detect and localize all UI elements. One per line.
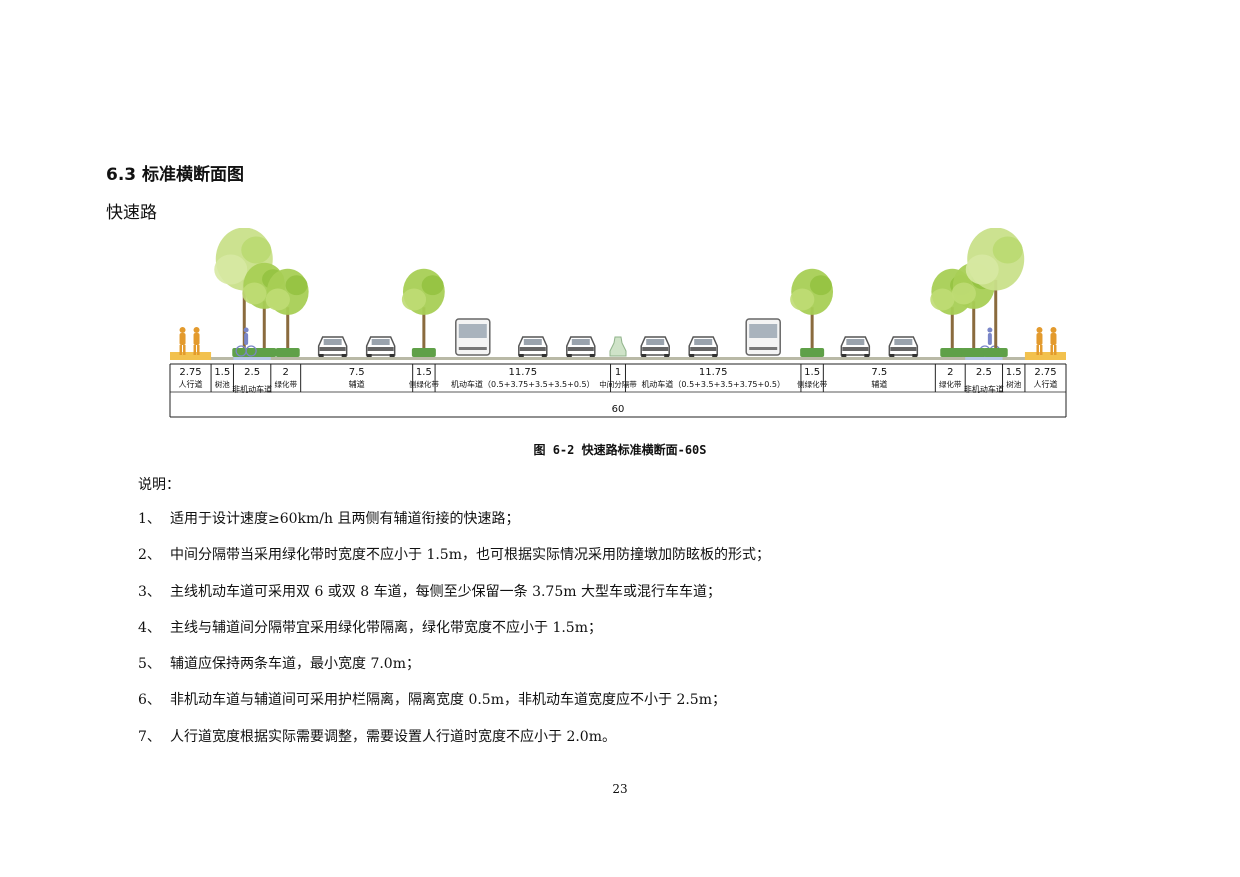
dimension-line: 2.75人行道1.5树池2.5非机动车道2绿化带7.5辅道1.5侧绿化带11.7… <box>169 363 1067 418</box>
segment-label: 树池 <box>1006 379 1021 389</box>
note-item: 1、适用于设计速度≥60km/h 且两侧有辅道衔接的快速路； <box>138 508 770 544</box>
car-icon <box>640 336 670 357</box>
sidewalk-strip <box>170 352 212 360</box>
note-number: 5、 <box>138 656 161 673</box>
segment-label: 侧绿化带 <box>409 379 439 389</box>
bus-icon <box>745 318 781 356</box>
segment-width-label: 1.5 <box>1006 367 1022 378</box>
segment-label: 树池 <box>215 379 230 389</box>
segment-width-label: 11.75 <box>699 367 728 378</box>
sidewalk-strip <box>1024 352 1066 360</box>
car-icon <box>365 336 396 357</box>
note-text: 主线与辅道间分隔带宜采用绿化带隔离，绿化带宽度不应小于 1.5m； <box>170 619 602 636</box>
total-width-label: 60 <box>612 404 625 415</box>
note-text: 非机动车道与辅道间可采用护栏隔离，隔离宽度 0.5m，非机动车道宽度应不小于 2… <box>170 692 726 709</box>
cyclist-icon <box>235 327 257 357</box>
note-text: 适用于设计速度≥60km/h 且两侧有辅道衔接的快速路； <box>170 511 520 527</box>
page-number: 23 <box>612 782 628 796</box>
median-planter-icon <box>609 336 627 357</box>
segment-label: 机动车道（0.5+3.75+3.5+3.5+0.5） <box>451 379 595 389</box>
segment-label: 人行道 <box>179 379 203 389</box>
tree-icon <box>790 268 834 357</box>
segment-label: 中间分隔带 <box>599 379 637 389</box>
pedestrian-icon <box>1050 327 1057 355</box>
hedge-icon <box>961 348 986 357</box>
hedge-icon <box>940 348 965 357</box>
note-number: 4、 <box>138 619 161 636</box>
pedestrian-icon <box>1036 327 1043 355</box>
segment-label: 绿化带 <box>939 379 962 389</box>
segment-label: 辅道 <box>349 379 365 389</box>
note-item: 7、人行道宽度根据实际需要调整，需要设置人行道时宽度不应小于 2.0m。 <box>138 726 770 762</box>
road-scene <box>170 228 1066 360</box>
note-item: 6、非机动车道与辅道间可采用护栏隔离，隔离宽度 0.5m，非机动车道宽度应不小于… <box>138 689 770 725</box>
car-icon <box>688 336 718 357</box>
segment-width-label: 2.5 <box>976 367 992 378</box>
bike-lane-strip <box>233 355 271 360</box>
segment-label: 辅道 <box>871 379 887 389</box>
tree-icon <box>265 268 309 357</box>
note-number: 3、 <box>138 583 161 600</box>
pedestrian-icon <box>179 327 186 355</box>
note-number: 1、 <box>138 511 161 527</box>
note-number: 7、 <box>138 728 161 745</box>
car-icon <box>566 336 596 357</box>
segment-label: 机动车道（0.5+3.5+3.5+3.75+0.5） <box>641 379 785 389</box>
segment-width-label: 11.75 <box>508 367 537 378</box>
segment-width-label: 1.5 <box>214 367 230 378</box>
segment-width-label: 7.5 <box>349 367 365 378</box>
hedge-icon <box>411 348 436 357</box>
note-item: 4、主线与辅道间分隔带宜采用绿化带隔离，绿化带宽度不应小于 1.5m； <box>138 617 770 653</box>
note-item: 2、中间分隔带当采用绿化带时宽度不应小于 1.5m，也可根据实际情况采用防撞墩加… <box>138 544 770 580</box>
car-icon <box>317 336 348 357</box>
segment-width-label: 1.5 <box>416 367 432 378</box>
segment-width-label: 1.5 <box>804 367 820 378</box>
figure-caption: 图 6-2 快速路标准横断面-60S <box>533 443 707 457</box>
section-heading: 6.3 标准横断面图 <box>106 165 245 185</box>
hedge-icon <box>800 348 825 357</box>
hedge-icon <box>252 348 277 357</box>
bike-lane-strip <box>965 355 1003 360</box>
car-icon <box>888 336 919 357</box>
tree-icon <box>401 268 445 357</box>
segment-label: 非机动车道 <box>964 384 1004 394</box>
pedestrian-icon <box>193 327 200 355</box>
segment-width-label: 7.5 <box>871 367 887 378</box>
notes-list: 1、适用于设计速度≥60km/h 且两侧有辅道衔接的快速路； 2、中间分隔带当采… <box>138 508 770 762</box>
segment-label: 人行道 <box>1033 379 1057 389</box>
segment-width-label: 2.5 <box>244 367 260 378</box>
note-item: 3、主线机动车道可采用双 6 或双 8 车道，每侧至少保留一条 3.75m 大型… <box>138 581 770 617</box>
section-subheading: 快速路 <box>106 203 157 223</box>
segment-width-label: 1 <box>615 367 621 378</box>
segment-width-label: 2 <box>283 367 289 378</box>
notes-title: 说明： <box>138 477 180 493</box>
tree-icon <box>965 228 1025 357</box>
note-number: 2、 <box>138 547 161 564</box>
segment-label: 绿化带 <box>274 379 297 389</box>
cross-section-drawing: 2.75人行道1.5树池2.5非机动车道2绿化带7.5辅道1.5侧绿化带11.7… <box>169 228 1067 418</box>
note-text: 主线机动车道可采用双 6 或双 8 车道，每侧至少保留一条 3.75m 大型车或… <box>170 583 721 600</box>
note-text: 中间分隔带当采用绿化带时宽度不应小于 1.5m，也可根据实际情况采用防撞墩加防眩… <box>170 547 770 564</box>
car-icon <box>840 336 871 357</box>
note-item: 5、辅道应保持两条车道，最小宽度 7.0m； <box>138 653 770 689</box>
note-number: 6、 <box>138 692 161 709</box>
segment-label: 侧绿化带 <box>797 379 827 389</box>
segment-label: 非机动车道 <box>232 384 272 394</box>
car-icon <box>518 336 548 357</box>
segment-width-label: 2.75 <box>179 367 201 378</box>
note-text: 辅道应保持两条车道，最小宽度 7.0m； <box>170 656 420 673</box>
segment-width-label: 2.75 <box>1034 367 1056 378</box>
ground-line <box>170 357 1066 360</box>
note-text: 人行道宽度根据实际需要调整，需要设置人行道时宽度不应小于 2.0m。 <box>170 728 616 745</box>
segment-width-label: 2 <box>947 367 953 378</box>
bus-icon <box>455 318 491 356</box>
hedge-icon <box>983 348 1008 357</box>
hedge-icon <box>275 348 300 357</box>
